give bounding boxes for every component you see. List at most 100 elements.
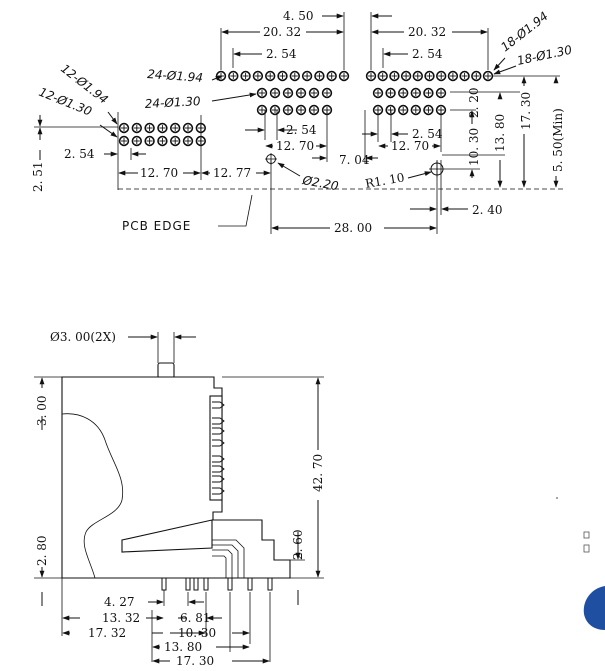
lead-lines	[212, 539, 245, 578]
radius-label: R1. 10	[364, 170, 405, 191]
pad	[459, 70, 470, 82]
contact-mark	[212, 417, 225, 425]
pad	[423, 87, 434, 99]
pcb-pin	[193, 577, 199, 591]
pad	[412, 70, 423, 82]
pad	[365, 70, 377, 82]
pcb-edge-label: PCB EDGE	[122, 219, 191, 233]
side-view: Ø3. 00(2X) 3. 00 2. 80 42. 70	[34, 330, 325, 668]
dim-20-32-right: 20. 32	[408, 25, 446, 39]
pcb-pin	[247, 577, 253, 591]
pad	[314, 70, 325, 82]
pad	[398, 87, 409, 99]
pad	[131, 122, 142, 134]
pad	[277, 70, 288, 82]
pad	[338, 70, 350, 82]
pad	[385, 87, 396, 99]
dim-13-80-side: 13. 80	[164, 640, 202, 654]
contact-strip	[209, 395, 223, 501]
dim-2-54-a: 2. 54	[266, 47, 297, 61]
dim-3-00: 3. 00	[35, 395, 49, 426]
pad	[144, 135, 155, 147]
pad	[400, 70, 412, 82]
pad	[157, 135, 168, 147]
dim-20-32-left: 20. 32	[263, 25, 301, 39]
pad	[471, 70, 482, 82]
dim-13-32: 13. 32	[102, 611, 140, 625]
contact-mark	[212, 487, 225, 495]
dim-13-80: 13. 80	[493, 114, 507, 152]
dim-2-80: 2. 80	[35, 535, 49, 566]
pcb-pin	[203, 577, 209, 591]
pad	[252, 70, 264, 82]
pad	[301, 70, 313, 82]
hole-small-label: Ø2.20	[300, 173, 339, 193]
partial-blue-shape	[583, 586, 605, 630]
pad	[372, 87, 384, 99]
dim-2-60: 2. 60	[291, 529, 305, 560]
pcb-pins	[161, 577, 273, 591]
dim-2-20: 2. 20	[467, 87, 481, 118]
callout-leader	[211, 75, 223, 81]
pad	[295, 87, 307, 99]
contact-mark	[212, 475, 225, 483]
housing-curve	[61, 413, 124, 579]
dim-12-70-b: 12. 70	[391, 139, 429, 153]
dim-28-00: 28. 00	[334, 221, 372, 235]
pad	[308, 104, 320, 116]
pad	[157, 122, 168, 134]
dim-2-54-b: 2. 54	[412, 47, 443, 61]
pad	[182, 135, 194, 147]
dim-2-54-d: 2. 54	[412, 127, 443, 141]
dim-7-04: 7. 04	[339, 153, 370, 167]
dim-10-30-side: 10. 30	[178, 626, 216, 640]
pad	[377, 70, 388, 82]
pad	[447, 70, 459, 82]
contact-mark	[212, 439, 225, 447]
lead-lines	[212, 555, 227, 578]
pad	[269, 104, 281, 116]
pad	[423, 104, 434, 116]
dim-10-30: 10. 30	[467, 128, 481, 166]
pad	[424, 70, 435, 82]
dim-6-81: 6. 81	[180, 611, 211, 625]
pad	[170, 122, 181, 134]
contact-mark	[212, 427, 225, 435]
pad	[182, 122, 194, 134]
partial-mark	[556, 497, 558, 499]
latch-tab	[121, 519, 213, 553]
pad	[131, 135, 142, 147]
callout-24-194: 24-Ø1.94	[147, 67, 204, 85]
callout-18-130: 18-Ø1.30	[516, 43, 574, 68]
alignment-post	[157, 362, 175, 379]
callout-24-130: 24-Ø1.30	[144, 94, 201, 111]
pad	[256, 87, 268, 99]
pcb-pin	[161, 577, 167, 591]
pad	[326, 70, 337, 82]
pad	[435, 87, 447, 99]
contact-marks	[212, 401, 225, 495]
pad	[240, 70, 251, 82]
pcb-pin	[227, 577, 233, 591]
pad	[410, 87, 421, 99]
pad	[308, 87, 320, 99]
pad	[282, 87, 294, 99]
pin-note: Ø3. 00(2X)	[50, 330, 116, 344]
dim-12-70-c: 12. 70	[140, 166, 178, 180]
pad	[321, 87, 333, 99]
lead-lines	[212, 549, 233, 578]
dim-12-70-a: 12. 70	[276, 139, 314, 153]
pad	[289, 70, 300, 82]
pcb-pin	[185, 577, 191, 591]
footprint-view: PCB EDGE 4. 50 20. 32 20. 32 2. 54 2. 54…	[31, 9, 574, 235]
pad	[118, 122, 130, 134]
dim-2-40: 2. 40	[472, 203, 503, 217]
callout-leader	[493, 65, 517, 75]
dim-17-30-side: 17. 30	[176, 654, 214, 668]
contact-mark	[212, 401, 225, 409]
partial-mark	[583, 531, 590, 539]
callout-leader	[277, 162, 301, 177]
callout-leader	[407, 171, 432, 179]
dim-42-70: 42. 70	[311, 454, 325, 492]
contact-mark	[212, 455, 225, 463]
